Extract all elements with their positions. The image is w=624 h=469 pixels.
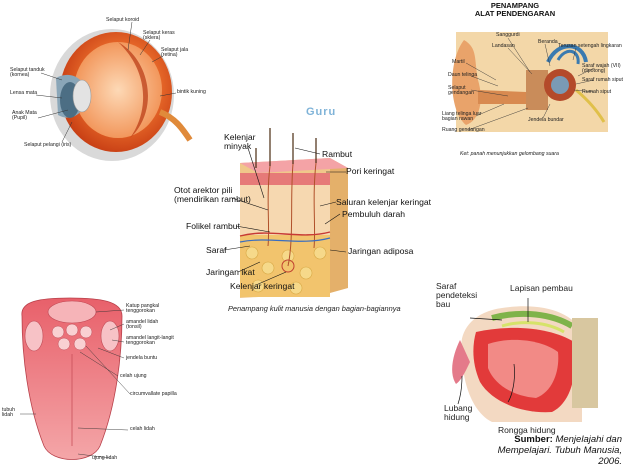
label-jaringan-adiposa: Jaringan adiposa	[348, 246, 414, 256]
source-text: Menjelajahi dan Mempelajari. Tubuh Manus…	[497, 434, 622, 467]
label-folikel: Folikel rambut	[186, 221, 240, 231]
label-lensa: Lensa mata	[10, 90, 38, 96]
eye-diagram: Selaput koroid Selaput keras (sklera) Se…	[0, 0, 215, 170]
label-saraf-wajah: Saraf wajah (VII) (dipotong)	[582, 63, 621, 75]
label-landasan: Landasan	[492, 43, 515, 49]
label-rumah-siput: Rumah siput	[582, 89, 612, 95]
ear-title: PENAMPANG ALAT PENDENGARAN	[474, 1, 556, 18]
label-kelenjar-minyak: Kelenjar minyak	[224, 132, 256, 152]
label-ujung: ujung lidah	[92, 455, 118, 461]
label-retina: Selaput jala (retina)	[161, 47, 189, 59]
nose-diagram: Saraf pendeteksi bau Lapisan pembau Luba…	[432, 272, 624, 469]
tongue-diagram: Katup pangkal tenggorokan amandel lidah …	[0, 296, 215, 469]
label-rambut: Rambut	[322, 149, 353, 159]
label-kelenjar-keringat: Kelenjar keringat	[230, 281, 295, 291]
label-kornea: Selaput tanduk (kornea)	[10, 67, 45, 79]
label-liang: Liang telinga luar bagian rawan	[442, 111, 482, 123]
label-martil: Martil	[452, 59, 465, 65]
nose-illustration	[452, 298, 598, 422]
label-jendela-buntu: jendela buntu	[126, 355, 158, 361]
skin-illustration	[223, 128, 348, 298]
label-circumvallate: circumvallate papilla	[130, 391, 177, 397]
label-terusan: Terusan setengah lingkaran	[558, 43, 622, 49]
label-lapisan-pembau: Lapisan pembau	[510, 283, 573, 293]
skin-caption: Penampang kulit manusia dengan bagian-ba…	[228, 304, 401, 313]
label-jendela-bundar: Jendela bundar	[528, 117, 564, 123]
label-saluran: Saluran kelenjar keringat	[336, 197, 432, 207]
label-amandel-langit: amandel langit-langit tenggorokan	[126, 335, 174, 347]
tongue-illustration	[20, 297, 131, 460]
skin-diagram: Kelenjar minyak Rambut Pori keringat Oto…	[170, 128, 432, 328]
label-iris: Selaput pelangi (iris)	[24, 142, 72, 148]
label-saraf: Saraf	[206, 245, 227, 255]
label-sanggurdi: Sanggurdi	[496, 32, 520, 38]
label-daun: Daun telinga	[448, 72, 478, 78]
label-otot: Otot arektor pili (mendirikan rambut)	[174, 185, 251, 205]
label-rongga-hidung: Rongga hidung	[498, 425, 556, 435]
label-saraf-siput: Saraf rumah siput	[582, 77, 623, 83]
label-selaput: Selaput gendangan	[448, 85, 474, 97]
ear-illustration	[452, 32, 608, 132]
label-beranda: Beranda	[538, 39, 558, 45]
label-amandel-lidah: amandel lidah (tonsil)	[126, 319, 159, 331]
label-bintik: bintik kuning	[177, 89, 206, 95]
label-tubuh: tubuh lidah	[2, 407, 15, 419]
ear-note: Ket: panah menunjukkan gelombang suara	[460, 151, 559, 157]
watermark-logo: Guru	[306, 106, 337, 118]
nose-source: Sumber: Menjelajahi dan Mempelajari. Tub…	[466, 434, 622, 468]
label-sklera: Selaput keras (sklera)	[143, 30, 175, 42]
source-label: Sumber:	[514, 434, 553, 445]
label-pupil: Anak Mata (Pupil)	[12, 110, 37, 122]
label-celah-lidah: celah lidah	[130, 426, 155, 432]
label-jaringan-ikat: Jaringan ikat	[206, 267, 255, 277]
label-saraf-pendeteksi: Saraf pendeteksi bau	[436, 281, 478, 309]
label-koroid: Selaput koroid	[106, 17, 140, 23]
label-lubang-hidung: Lubang hidung	[444, 403, 473, 422]
label-pembuluh: Pembuluh darah	[342, 209, 406, 219]
eye-illustration	[35, 21, 193, 161]
label-ruang: Ruang gendangan	[442, 127, 485, 133]
label-katup: Katup pangkal tenggorokan	[126, 303, 160, 315]
ear-diagram: PENAMPANG ALAT PENDENGARAN Sanggurdi Lan…	[408, 0, 624, 170]
label-pori: Pori keringat	[346, 166, 395, 176]
label-celah-ujung: celah ujung	[120, 373, 147, 379]
